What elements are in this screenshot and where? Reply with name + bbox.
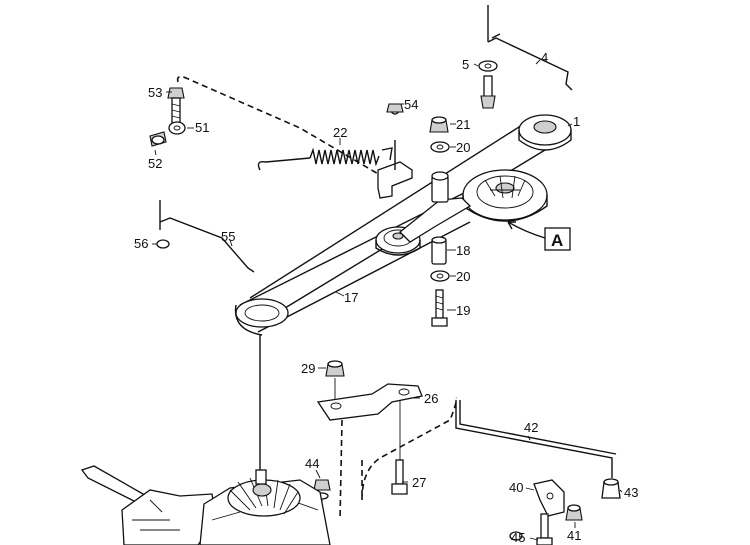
callout-26: 26 (424, 391, 438, 406)
callout-17: 17 (344, 290, 358, 305)
nut-21 (429, 116, 449, 133)
parts-51-52-53 (149, 87, 186, 147)
reference-box-a: A (507, 221, 571, 251)
callout-51: 51 (195, 120, 209, 135)
callout-29: 29 (301, 361, 315, 376)
callout-40: 40 (509, 480, 523, 495)
callout-21: 21 (456, 117, 470, 132)
callout-5: 5 (462, 57, 469, 72)
callout-18: 18 (456, 243, 470, 258)
bolt-27 (391, 459, 408, 495)
cap-43 (601, 478, 621, 499)
washer-20-mid (430, 270, 450, 282)
rod-55 (156, 200, 255, 273)
transaxle-housing (80, 465, 523, 545)
cable-dashed-lower (339, 397, 458, 521)
callout-43: 43 (624, 485, 638, 500)
callout-53: 53 (148, 85, 162, 100)
rod-42 (455, 400, 617, 478)
callout-20-mid: 20 (456, 269, 470, 284)
cable-dashed-upper (176, 75, 381, 176)
callout-27: 27 (412, 475, 426, 490)
pulley-large (462, 169, 548, 222)
callout-19: 19 (456, 303, 470, 318)
bracket-26 (316, 383, 423, 421)
callout-42: 42 (524, 420, 538, 435)
callout-52: 52 (148, 156, 162, 171)
bolt-19 (431, 289, 448, 327)
spring-bracket (377, 103, 413, 199)
idler-arm (399, 171, 472, 243)
bracket-40 (533, 479, 565, 517)
callout-54: 54 (404, 97, 418, 112)
washer-20-top (430, 141, 450, 153)
callout-44: 44 (305, 456, 319, 471)
callout-22: 22 (333, 125, 347, 140)
callout-labels: 1 4 5 17 18 19 20 20 21 22 26 27 29 40 4… (134, 50, 638, 545)
pulley-1 (518, 114, 572, 151)
spacer-18 (431, 236, 447, 265)
callout-41: 41 (567, 528, 581, 543)
drive-belt-17 (234, 119, 546, 336)
ref-box-label: A (551, 231, 563, 250)
callout-20-top: 20 (456, 140, 470, 155)
rod-4 (487, 5, 573, 91)
callout-45: 45 (511, 530, 525, 545)
nut-41 (565, 504, 583, 521)
nut-29 (325, 360, 345, 377)
bolt-45 (536, 513, 553, 545)
callout-4: 4 (541, 50, 548, 65)
callout-55: 55 (221, 229, 235, 244)
washer-5 (478, 60, 498, 109)
callout-56: 56 (134, 236, 148, 251)
spring-22 (257, 147, 393, 171)
callout-1: 1 (573, 114, 580, 129)
leader-lines (152, 59, 623, 541)
